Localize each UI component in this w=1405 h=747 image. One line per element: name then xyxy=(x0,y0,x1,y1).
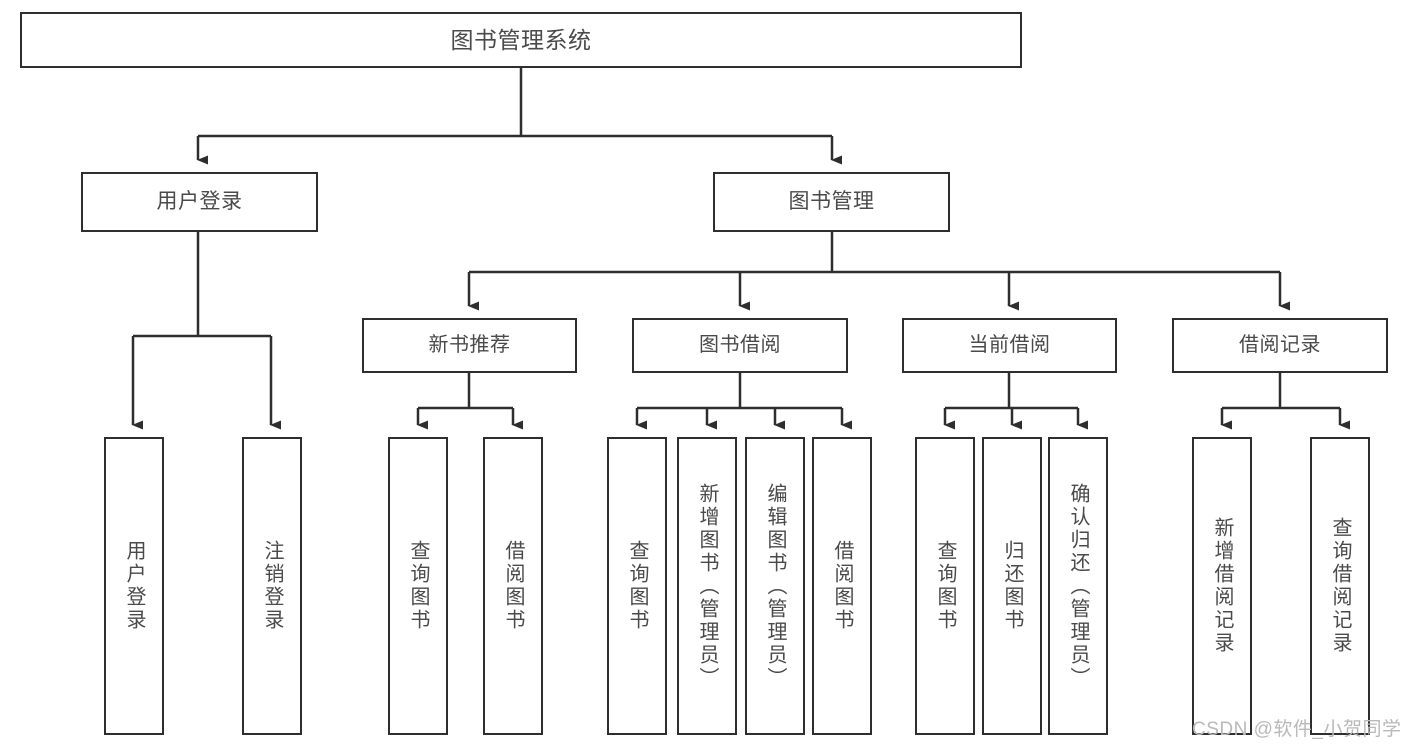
node-current-borrow[interactable]: 当前借阅 xyxy=(902,318,1117,373)
leaf-current-borrow-return[interactable]: 归还图书 xyxy=(982,437,1042,735)
leaf-label: 新增借阅记录 xyxy=(1211,517,1233,655)
leaf-label: 查询借阅记录 xyxy=(1329,517,1351,655)
leaf-label: 编辑图书（管理员） xyxy=(764,482,786,690)
leaf-label: 归还图书 xyxy=(1001,540,1023,632)
leaf-book-borrow-borrow[interactable]: 借阅图书 xyxy=(812,437,872,735)
leaf-new-book-borrow[interactable]: 借阅图书 xyxy=(483,437,543,735)
node-new-book-recommend[interactable]: 新书推荐 xyxy=(362,318,577,373)
leaf-book-borrow-add[interactable]: 新增图书（管理员） xyxy=(677,437,737,735)
leaf-label: 注销登录 xyxy=(261,540,283,632)
leaf-label: 借阅图书 xyxy=(502,540,524,632)
node-borrow-record-label: 借阅记录 xyxy=(1239,334,1321,356)
leaf-current-borrow-confirm-return[interactable]: 确认归还（管理员） xyxy=(1048,437,1108,735)
leaf-label: 用户登录 xyxy=(123,540,145,632)
node-current-borrow-label: 当前借阅 xyxy=(968,334,1051,356)
node-book-management-label: 图书管理 xyxy=(788,189,875,213)
leaf-label: 新增图书（管理员） xyxy=(696,482,718,690)
leaf-book-borrow-query[interactable]: 查询图书 xyxy=(607,437,667,735)
leaf-borrow-record-query[interactable]: 查询借阅记录 xyxy=(1310,437,1370,735)
leaf-label: 查询图书 xyxy=(626,540,648,632)
csdn-watermark: CSDN @软件_小贺同学 xyxy=(1192,719,1402,740)
node-user-login[interactable]: 用户登录 xyxy=(81,172,318,232)
node-new-book-recommend-label: 新书推荐 xyxy=(428,334,511,356)
node-root-label: 图书管理系统 xyxy=(450,26,592,53)
node-book-management[interactable]: 图书管理 xyxy=(713,172,950,232)
leaf-book-borrow-edit[interactable]: 编辑图书（管理员） xyxy=(745,437,805,735)
leaf-label: 查询图书 xyxy=(407,540,429,632)
leaf-current-borrow-query[interactable]: 查询图书 xyxy=(915,437,975,735)
node-user-login-label: 用户登录 xyxy=(156,189,243,213)
node-borrow-record[interactable]: 借阅记录 xyxy=(1172,318,1388,373)
leaf-label: 借阅图书 xyxy=(831,540,853,632)
node-book-borrow[interactable]: 图书借阅 xyxy=(632,318,848,373)
leaf-new-book-query[interactable]: 查询图书 xyxy=(388,437,448,735)
leaf-user-login-logout[interactable]: 注销登录 xyxy=(242,437,302,735)
leaf-label: 查询图书 xyxy=(934,540,956,632)
node-root[interactable]: 图书管理系统 xyxy=(20,12,1022,68)
leaf-label: 确认归还（管理员） xyxy=(1067,482,1089,690)
node-book-borrow-label: 图书借阅 xyxy=(699,334,781,356)
leaf-user-login-login[interactable]: 用户登录 xyxy=(104,437,164,735)
leaf-borrow-record-add[interactable]: 新增借阅记录 xyxy=(1192,437,1252,735)
